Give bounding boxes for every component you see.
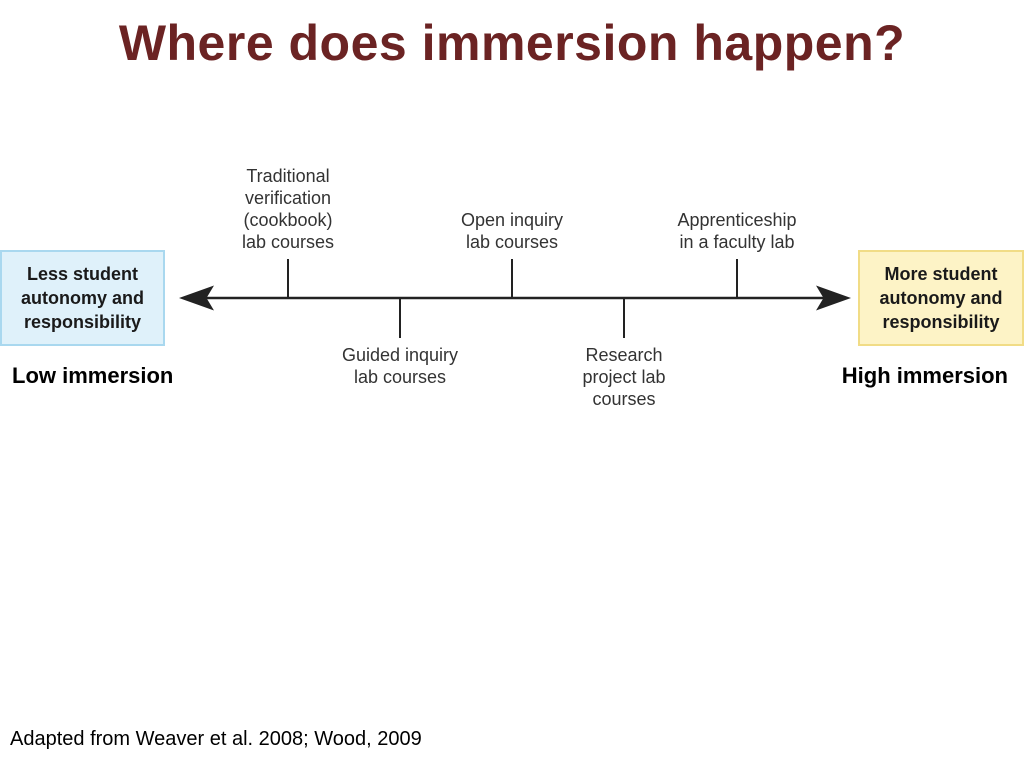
course-traditional-verification: Traditional verification (cookbook) lab …	[241, 166, 335, 252]
course-open-inquiry: Open inquiry lab courses	[460, 210, 564, 252]
high-immersion-label: High immersion	[841, 363, 1008, 388]
course-apprenticeship: Apprenticeship in a faculty lab	[677, 210, 797, 252]
citation: Adapted from Weaver et al. 2008; Wood, 2…	[10, 728, 422, 750]
more-autonomy-box: More student autonomy and responsibility	[858, 250, 1024, 346]
course-research-project: Research project lab courses	[582, 345, 666, 409]
slide-title: Where does immersion happen?	[118, 15, 906, 71]
low-immersion-label: Low immersion	[12, 363, 174, 388]
course-guided-inquiry: Guided inquiry lab courses	[341, 345, 459, 387]
less-autonomy-box: Less student autonomy and responsibility	[0, 250, 165, 346]
